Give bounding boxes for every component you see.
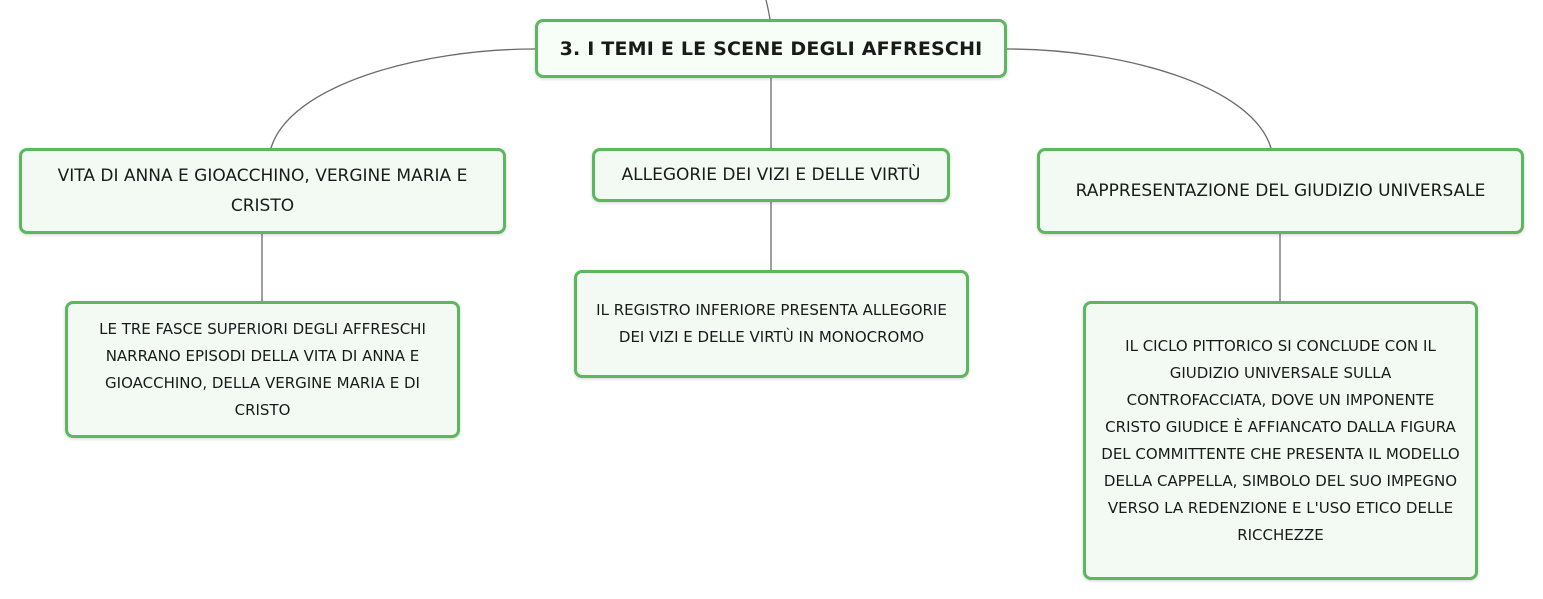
connector-root-to-branch-3 bbox=[1006, 48, 1272, 149]
branch-node-giudizio[interactable]: RAPPRESENTAZIONE DEL GIUDIZIO UNIVERSALE bbox=[1037, 148, 1524, 234]
branch-node-allegorie[interactable]: ALLEGORIE DEI VIZI E DELLE VIRTÙ bbox=[592, 148, 950, 202]
branch-node-label: ALLEGORIE DEI VIZI E DELLE VIRTÙ bbox=[621, 165, 921, 185]
detail-node-text: IL CICLO PITTORICO SI CONCLUDE CON IL GI… bbox=[1101, 336, 1460, 544]
branch-node-label: RAPPRESENTAZIONE DEL GIUDIZIO UNIVERSALE bbox=[1075, 181, 1486, 201]
detail-node-allegorie[interactable]: IL REGISTRO INFERIORE PRESENTA ALLEGORIE… bbox=[574, 270, 969, 378]
root-node-label: 3. I TEMI E LE SCENE DEGLI AFFRESCHI bbox=[559, 37, 983, 60]
root-node[interactable]: 3. I TEMI E LE SCENE DEGLI AFFRESCHI bbox=[535, 19, 1007, 78]
connector-incoming-root bbox=[765, 0, 771, 20]
detail-node-text: IL REGISTRO INFERIORE PRESENTA ALLEGORIE… bbox=[596, 301, 947, 346]
connector-root-to-branch-1 bbox=[270, 48, 536, 149]
branch-node-vita[interactable]: VITA DI ANNA E GIOACCHINO, VERGINE MARIA… bbox=[19, 148, 506, 234]
branch-node-label: VITA DI ANNA E GIOACCHINO, VERGINE MARIA… bbox=[57, 166, 468, 216]
detail-node-vita[interactable]: LE TRE FASCE SUPERIORI DEGLI AFFRESCHI N… bbox=[65, 301, 460, 438]
detail-node-giudizio[interactable]: IL CICLO PITTORICO SI CONCLUDE CON IL GI… bbox=[1083, 301, 1478, 580]
detail-node-text: LE TRE FASCE SUPERIORI DEGLI AFFRESCHI N… bbox=[99, 319, 426, 419]
